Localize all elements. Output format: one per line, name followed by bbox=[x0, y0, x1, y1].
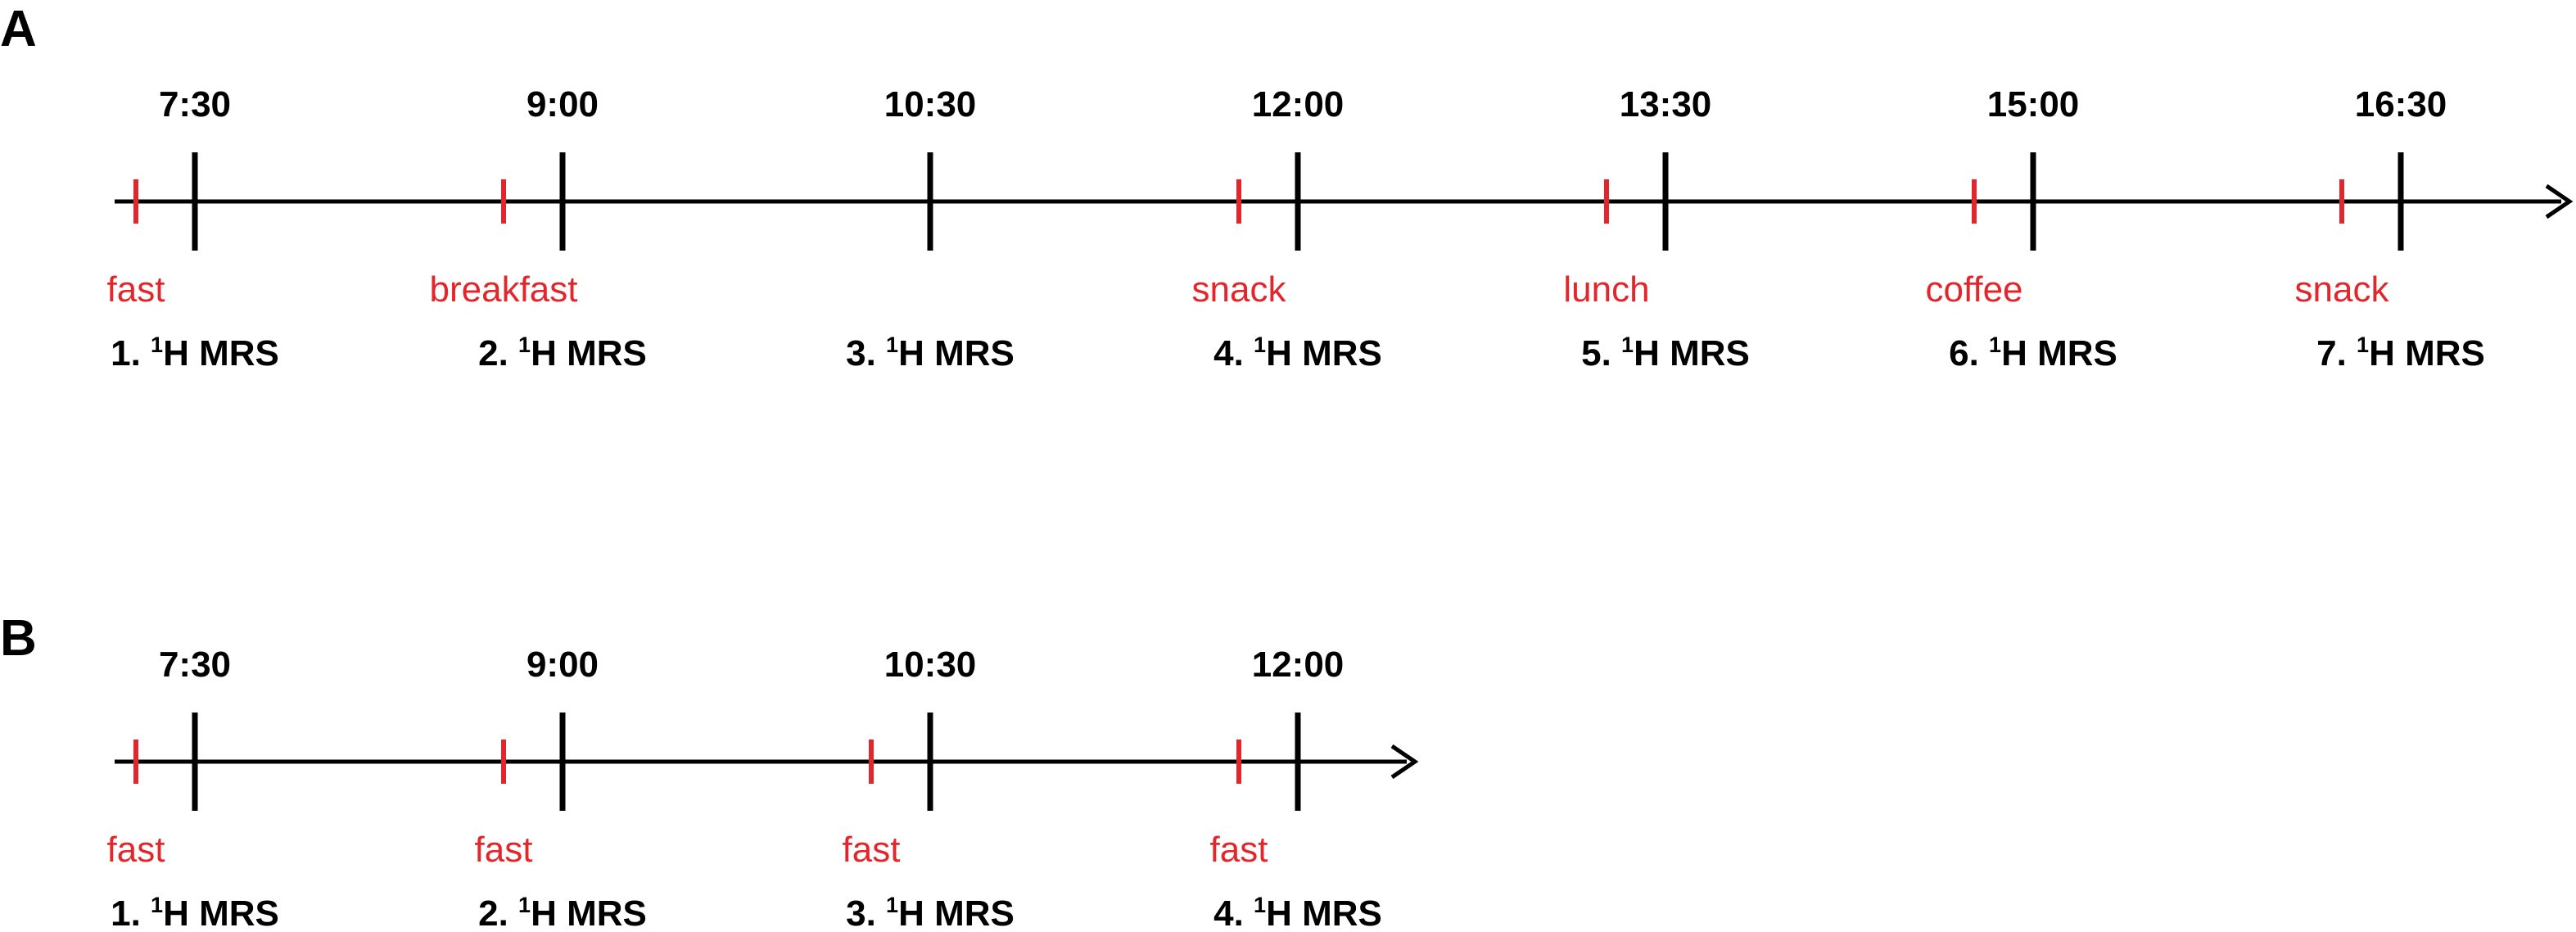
time-label: 12:00 bbox=[1252, 84, 1344, 124]
event-label: breakfast bbox=[430, 269, 578, 310]
event-label: fast bbox=[107, 830, 165, 870]
scan-number: 2. bbox=[478, 894, 518, 932]
scan-number: 3. bbox=[846, 894, 886, 932]
scan-superscript: 1 bbox=[151, 893, 163, 917]
time-label: 12:00 bbox=[1252, 645, 1344, 685]
scan-method: H MRS bbox=[1634, 333, 1750, 373]
time-label: 10:30 bbox=[884, 84, 977, 124]
event-label: fast bbox=[475, 830, 533, 870]
scan-superscript: 1 bbox=[1989, 333, 2001, 357]
scan-method: H MRS bbox=[531, 894, 647, 932]
scan-label: 7. 1H MRS bbox=[2316, 333, 2485, 373]
scan-superscript: 1 bbox=[1621, 333, 1634, 357]
event-label: snack bbox=[1192, 269, 1287, 310]
scan-number: 6. bbox=[1949, 333, 1989, 373]
scan-method: H MRS bbox=[531, 333, 647, 373]
scan-label: 4. 1H MRS bbox=[1213, 333, 1382, 373]
time-label: 9:00 bbox=[526, 84, 599, 124]
event-label: lunch bbox=[1563, 269, 1649, 310]
time-label: 7:30 bbox=[159, 645, 231, 685]
scan-label: 1. 1H MRS bbox=[111, 893, 279, 932]
scan-method: H MRS bbox=[163, 894, 279, 932]
scan-method: H MRS bbox=[2369, 333, 2485, 373]
time-label: 7:30 bbox=[159, 84, 231, 124]
axis-arrow-head bbox=[2545, 183, 2574, 219]
scan-method: H MRS bbox=[1266, 333, 1382, 373]
time-label: 10:30 bbox=[884, 645, 977, 685]
scan-method: H MRS bbox=[1266, 894, 1382, 932]
time-label: 9:00 bbox=[526, 645, 599, 685]
scan-label: 2. 1H MRS bbox=[478, 893, 647, 932]
event-label: fast bbox=[107, 269, 165, 310]
panel-letter-a: A bbox=[0, 1, 37, 57]
time-label: 13:30 bbox=[1620, 84, 1712, 124]
scan-number: 2. bbox=[478, 333, 518, 373]
event-label: coffee bbox=[1925, 269, 2022, 310]
panel-letter-b: B bbox=[0, 610, 37, 667]
scan-superscript: 1 bbox=[151, 333, 163, 357]
scan-number: 3. bbox=[846, 333, 886, 373]
scan-superscript: 1 bbox=[1254, 333, 1266, 357]
scan-method: H MRS bbox=[898, 894, 1015, 932]
scan-label: 1. 1H MRS bbox=[111, 333, 279, 373]
scan-number: 1. bbox=[111, 894, 151, 932]
time-label: 15:00 bbox=[1987, 84, 2080, 124]
event-label: snack bbox=[2295, 269, 2390, 310]
scan-superscript: 1 bbox=[518, 333, 531, 357]
scan-method: H MRS bbox=[163, 333, 279, 373]
axis-arrow-head bbox=[1390, 744, 1419, 780]
scan-label: 3. 1H MRS bbox=[846, 333, 1015, 373]
scan-label: 2. 1H MRS bbox=[478, 333, 647, 373]
scan-method: H MRS bbox=[898, 333, 1015, 373]
scan-superscript: 1 bbox=[886, 333, 898, 357]
scan-label: 3. 1H MRS bbox=[846, 893, 1015, 932]
time-label: 16:30 bbox=[2355, 84, 2447, 124]
scan-number: 4. bbox=[1213, 333, 1254, 373]
scan-method: H MRS bbox=[2001, 333, 2117, 373]
scan-superscript: 1 bbox=[1254, 893, 1266, 917]
scan-label: 6. 1H MRS bbox=[1949, 333, 2117, 373]
scan-superscript: 1 bbox=[2357, 333, 2369, 357]
scan-superscript: 1 bbox=[886, 893, 898, 917]
event-label: fast bbox=[1210, 830, 1268, 870]
scan-number: 7. bbox=[2316, 333, 2357, 373]
event-label: fast bbox=[843, 830, 901, 870]
scan-superscript: 1 bbox=[518, 893, 531, 917]
scan-number: 4. bbox=[1213, 894, 1254, 932]
scan-number: 1. bbox=[111, 333, 151, 373]
scan-number: 5. bbox=[1581, 333, 1621, 373]
scan-label: 4. 1H MRS bbox=[1213, 893, 1382, 932]
scan-label: 5. 1H MRS bbox=[1581, 333, 1750, 373]
